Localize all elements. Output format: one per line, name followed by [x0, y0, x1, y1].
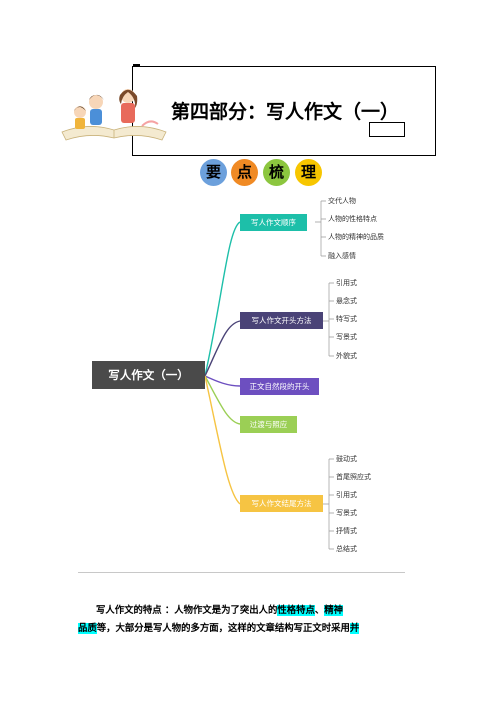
leaf-item: 引用式: [336, 491, 357, 499]
text-span: 等，大部分是写人物的多方面，这样的文章结构写正文时采用: [96, 623, 350, 634]
branch-node-order: 写人作文顺序: [240, 214, 307, 231]
highlight-span: 性格特点: [277, 605, 315, 616]
page-tag-box: [369, 122, 405, 137]
mind-map-connectors: [204, 200, 334, 550]
title-box: 第四部分：写人作文（一）: [132, 64, 436, 156]
heading-char-4: 理: [295, 159, 322, 186]
leaf-item: 抒情式: [336, 527, 357, 535]
leaf-item: 融入感情: [328, 252, 356, 260]
branch-node-opening: 写人作文开头方法: [240, 312, 323, 329]
branch-node-transition: 过渡与照应: [240, 416, 297, 433]
highlight-span: 并: [349, 623, 360, 634]
leaf-item: 首尾照应式: [336, 473, 371, 481]
corner-mark: [133, 64, 140, 67]
leaf-item: 外貌式: [336, 352, 357, 360]
leaf-item: 人物的精神的品质: [328, 233, 384, 241]
leaf-item: 引用式: [336, 279, 357, 287]
heading-char-1: 要: [200, 159, 227, 186]
text-span: 、: [314, 605, 325, 616]
heading-char-3: 梳: [263, 159, 290, 186]
leaf-item: 悬念式: [336, 297, 357, 305]
kids-reading-illustration: [61, 89, 167, 141]
leaf-item: 特写式: [336, 315, 357, 323]
leaf-item: 交代人物: [328, 197, 356, 205]
highlight-span: 品质: [78, 623, 97, 634]
branch-node-paragraph-start: 正文自然段的开头: [240, 378, 319, 395]
leaf-item: 鼓动式: [336, 455, 357, 463]
paragraph-line-2: 品质等，大部分是写人物的多方面，这样的文章结构写正文时采用并: [78, 620, 418, 634]
highlight-span: 精神: [324, 605, 344, 616]
page-title: 第四部分：写人作文（一）: [171, 101, 400, 123]
leaf-item: 写景式: [336, 509, 357, 517]
paragraph-line-1: 写人作文的特点 ：人物作文是为了突出人的性格特点、精神: [96, 602, 436, 616]
leaf-item: 总结式: [336, 545, 357, 553]
leaf-item: 人物的性格特点: [328, 215, 377, 223]
divider-line: [78, 572, 405, 573]
leaf-item: 写景式: [336, 333, 357, 341]
heading-char-2: 点: [231, 159, 258, 186]
root-node: 写人作文（一）: [92, 361, 205, 389]
branch-node-ending: 写人作文结尾方法: [240, 495, 323, 512]
mind-map: 写人作文（一） 写人作文顺序 写人作文开头方法 正文自然段的开头 过渡与照应 写…: [88, 184, 406, 564]
text-span: 写人作文的特点 ：人物作文是为了突出人的: [96, 605, 278, 616]
